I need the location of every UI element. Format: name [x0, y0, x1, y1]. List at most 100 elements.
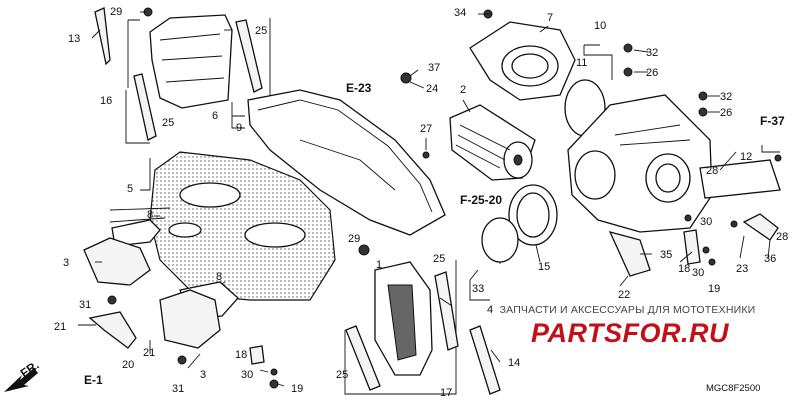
ref-e1: E-1	[84, 373, 103, 387]
callout-21-left: 21	[54, 321, 66, 333]
callout-26-top: 26	[646, 67, 658, 79]
clip-30-right	[684, 214, 692, 222]
washer-28	[730, 220, 738, 228]
callout-27: 27	[420, 123, 432, 135]
callout-36: 36	[764, 253, 776, 265]
right-housing	[567, 43, 782, 277]
callout-32-top: 32	[646, 47, 658, 59]
callout-5: 5	[127, 183, 133, 195]
callout-19-left: 19	[291, 383, 303, 395]
callout-31-bottom: 31	[172, 383, 184, 395]
front-direction-label: FR.	[18, 358, 42, 381]
tube-18-left	[249, 345, 265, 365]
callout-18-left: 18	[235, 349, 247, 361]
callout-15: 15	[538, 261, 550, 273]
front-cover-group	[344, 244, 459, 395]
filter-element	[422, 104, 536, 181]
tube-18-right	[683, 229, 701, 265]
duct-group	[400, 9, 606, 301]
clip-30-left	[270, 368, 278, 376]
callout-37: 37	[428, 62, 440, 74]
callout-30-lower: 30	[692, 267, 704, 279]
callout-25-right: 25	[433, 253, 445, 265]
callout-26-right: 26	[720, 107, 732, 119]
strip-25-bottom	[345, 325, 381, 391]
callout-23: 23	[736, 263, 748, 275]
callouts: 13 29 16 25 25 6 9 5 8 8 3 3 31 31 21 21…	[54, 6, 788, 399]
upper-cover-group	[94, 7, 271, 144]
front-direction-arrow	[4, 368, 38, 392]
strip-25-top	[235, 19, 263, 93]
callout-33: 33	[472, 283, 484, 295]
callout-30-left: 30	[241, 369, 253, 381]
callout-16: 16	[100, 95, 112, 107]
callout-22: 22	[618, 289, 630, 301]
bracket-22	[608, 231, 651, 277]
callout-20: 20	[122, 359, 134, 371]
callout-28-upper: 28	[706, 165, 718, 177]
watermark-tagline: ЗАПЧАСТИ И АКСЕССУАРЫ ДЛЯ МОТОТЕХНИКИ	[499, 304, 756, 316]
callout-13: 13	[68, 33, 80, 45]
watermark-logo: PARTSFOR.RU	[530, 318, 729, 348]
callout-29-top: 29	[110, 6, 122, 18]
callout-29-mid: 29	[348, 233, 360, 245]
clip-30-lower	[702, 246, 710, 254]
callout-3-left: 3	[63, 257, 69, 269]
bolt-31-left	[107, 295, 117, 305]
callout-3-bottom: 3	[200, 369, 206, 381]
bolt-19-right	[708, 258, 716, 266]
callout-34: 34	[454, 7, 466, 19]
callout-12: 12	[740, 151, 752, 163]
diagram-code: MGC8F2500	[706, 383, 761, 394]
nut-26-top	[623, 67, 633, 77]
screw-27	[422, 151, 430, 159]
callout-35: 35	[660, 249, 672, 261]
nut-26-right	[698, 107, 708, 117]
callout-1: 1	[376, 259, 382, 271]
callout-14: 14	[508, 357, 520, 369]
strip-13	[94, 7, 111, 66]
callout-7: 7	[547, 12, 553, 24]
bolt-31-bottom	[177, 355, 187, 365]
callout-30-right: 30	[700, 216, 712, 228]
callout-25-left: 25	[162, 117, 174, 129]
bolt-32-top	[623, 43, 633, 53]
callout-25-bottom: 25	[336, 369, 348, 381]
upper-cover	[149, 14, 233, 109]
callout-17: 17	[440, 387, 452, 399]
air-cleaner-case	[231, 89, 446, 236]
leader-lines	[78, 11, 771, 387]
ref-f2520: F-25-20	[460, 193, 502, 207]
part-23	[742, 213, 779, 241]
callout-6: 6	[212, 110, 218, 122]
callout-4: 4	[487, 304, 493, 316]
ref-f37: F-37	[760, 114, 785, 128]
callout-32-right: 32	[720, 91, 732, 103]
ref-e23: E-23	[346, 81, 372, 95]
callout-25-top: 25	[255, 25, 267, 37]
callout-18-right: 18	[678, 263, 690, 275]
callout-8-left: 8	[147, 209, 153, 221]
bolt-32-right	[698, 91, 708, 101]
funnel-3-left	[83, 237, 151, 286]
strip-14	[469, 325, 501, 395]
callout-28-lower: 28	[776, 231, 788, 243]
callout-19-right: 19	[708, 283, 720, 295]
hose-20	[88, 311, 137, 349]
case-outer	[247, 89, 446, 236]
strip-25-left	[133, 73, 157, 141]
callout-21-right: 21	[143, 347, 155, 359]
funnels-group	[83, 237, 279, 389]
bolt-29-mid	[358, 244, 370, 256]
clamp-4	[481, 217, 519, 263]
strip-25-right	[434, 271, 459, 351]
left-housing	[109, 151, 336, 319]
callout-10: 10	[594, 20, 606, 32]
callout-9: 9	[236, 122, 242, 134]
callout-8-bottom: 8	[216, 271, 222, 283]
screw-f37	[774, 154, 782, 162]
funnel-3-right	[159, 289, 221, 349]
callout-31-left: 31	[79, 299, 91, 311]
callout-24: 24	[426, 83, 438, 95]
